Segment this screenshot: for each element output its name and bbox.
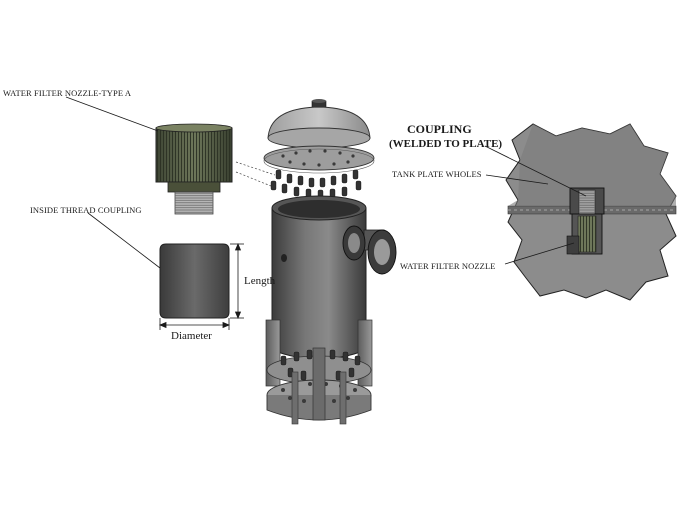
label-tank-plate-wholes: TANK PLATE WHOLES	[392, 169, 482, 179]
label-coupling: COUPLING	[407, 122, 472, 136]
length-dimension	[230, 242, 244, 320]
label-nozzle-type-a: WATER FILTER NOZZLE-TYPE A	[3, 88, 132, 98]
label-inside-thread-coupling: INSIDE THREAD COUPLING	[30, 205, 142, 215]
coupling-leader	[87, 212, 161, 269]
label-welded-to-plate: (WELDED TO PLATE)	[389, 138, 503, 150]
assembly-guide-lines	[235, 161, 276, 187]
nozzle-type-a	[155, 123, 233, 215]
label-length: Length	[244, 275, 276, 287]
detail-cutaway	[505, 123, 677, 301]
diameter-dimension	[158, 318, 231, 330]
coupling-detail-leader	[484, 145, 587, 197]
inside-thread-coupling	[159, 243, 230, 319]
label-water-filter-nozzle: WATER FILTER NOZZLE	[400, 261, 496, 271]
label-diameter: Diameter	[171, 330, 212, 342]
filter-tank	[263, 99, 397, 425]
tank-plate-leader	[485, 174, 549, 185]
nozzle-detail-leader	[504, 242, 575, 265]
nozzle-type-a-leader	[65, 96, 159, 132]
